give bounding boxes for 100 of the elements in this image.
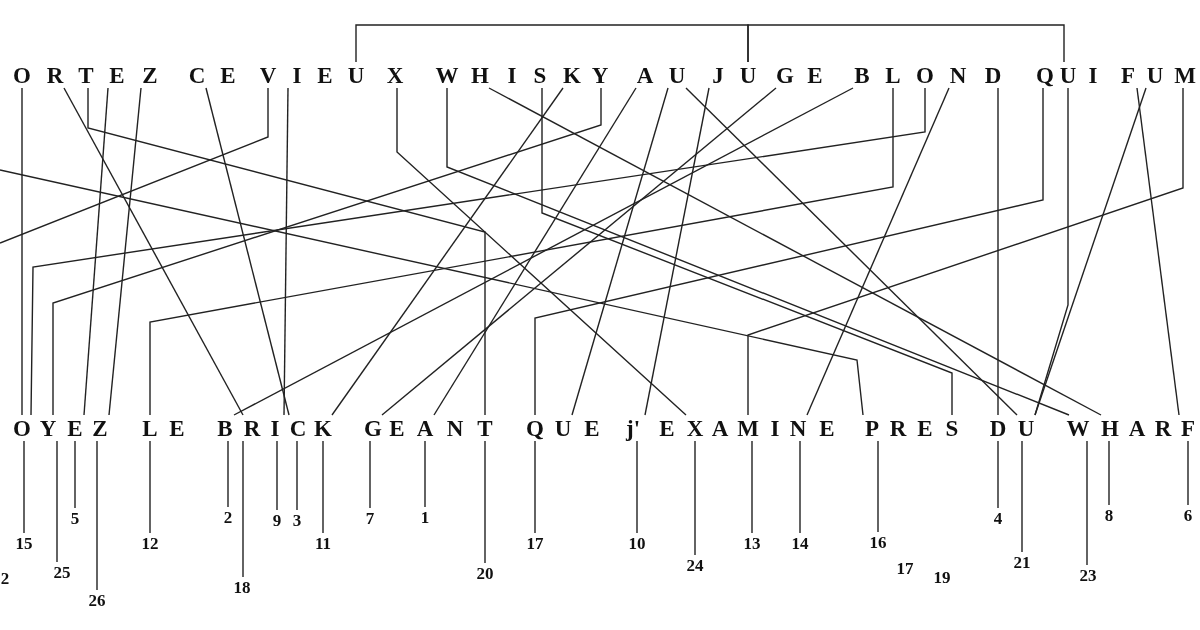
letter: E	[168, 415, 186, 441]
letter: Q	[1036, 62, 1054, 88]
leader-line	[424, 440, 426, 508]
letter: O	[13, 415, 31, 441]
letter: V	[259, 62, 277, 88]
letter: E	[108, 62, 126, 88]
letter: L	[884, 62, 902, 88]
letter: U	[668, 62, 686, 88]
letter: Y	[39, 415, 57, 441]
letter: I	[1084, 62, 1102, 88]
letter: U	[739, 62, 757, 88]
connector-line	[806, 87, 950, 416]
letter: T	[77, 62, 95, 88]
letter: L	[141, 415, 159, 441]
letter: Z	[91, 415, 109, 441]
connector-line	[30, 87, 926, 416]
letter: A	[416, 415, 434, 441]
letter: K	[563, 62, 581, 88]
letter: U	[1146, 62, 1164, 88]
leader-line	[322, 440, 324, 534]
callout-number: 12	[138, 533, 162, 553]
connector-line	[149, 87, 894, 416]
letter: O	[916, 62, 934, 88]
leader-line	[534, 440, 536, 534]
leader-line	[96, 440, 98, 591]
callout-number: 7	[358, 508, 382, 528]
letter: E	[219, 62, 237, 88]
connector-line	[283, 87, 289, 416]
callout-number: 15	[12, 533, 36, 553]
letter: Q	[526, 415, 544, 441]
letter: C	[188, 62, 206, 88]
connector-line	[63, 87, 244, 416]
letter: C	[289, 415, 307, 441]
letter: S	[531, 62, 549, 88]
callout-number: 4	[986, 508, 1010, 528]
letter: U	[1059, 62, 1077, 88]
letter: N	[446, 415, 464, 441]
leader-line	[997, 440, 999, 509]
letter: M	[739, 415, 757, 441]
letter: P	[863, 415, 881, 441]
callout-number: 17	[895, 558, 915, 578]
connector-line	[396, 87, 687, 416]
connector-line	[381, 87, 777, 416]
leader-line	[636, 440, 638, 534]
letter: G	[364, 415, 382, 441]
callout-number: 19	[932, 567, 952, 587]
letter: W	[1069, 415, 1087, 441]
leader-line	[799, 440, 801, 534]
connector-line	[52, 87, 602, 416]
letter: N	[789, 415, 807, 441]
letter: j'	[621, 415, 645, 441]
connector-line	[1136, 87, 1180, 416]
connector-line	[685, 87, 1018, 416]
leader-line	[1021, 440, 1023, 553]
letter: A	[636, 62, 654, 88]
connector-line	[355, 24, 749, 63]
leader-line	[1086, 440, 1088, 566]
leader-line	[276, 440, 278, 511]
callout-number: 5	[63, 508, 87, 528]
leader-line	[56, 440, 58, 563]
letter: S	[943, 415, 961, 441]
callout-number: 25	[50, 562, 74, 582]
callout-number: 17	[523, 533, 547, 553]
connector-line	[1034, 87, 1147, 416]
letter: H	[1101, 415, 1119, 441]
letter: G	[776, 62, 794, 88]
letter: E	[388, 415, 406, 441]
letter: F	[1179, 415, 1197, 441]
leader-line	[694, 440, 696, 556]
letter: M	[1176, 62, 1194, 88]
letter: H	[471, 62, 489, 88]
letter: Y	[591, 62, 609, 88]
connector-line	[205, 87, 290, 416]
connector-line	[997, 87, 999, 416]
letter: U	[1017, 415, 1035, 441]
callout-number: 8	[1097, 505, 1121, 525]
connector-line	[83, 87, 109, 416]
connector-line	[21, 87, 23, 416]
leader-line	[23, 440, 25, 534]
callout-number: 26	[85, 590, 109, 610]
letter: D	[984, 62, 1002, 88]
connector-line	[534, 87, 1044, 416]
connector-line	[747, 87, 1184, 416]
leader-line	[877, 440, 879, 533]
connector-line	[0, 169, 864, 416]
callout-number: 10	[625, 533, 649, 553]
connector-line	[0, 87, 269, 244]
letter: U	[554, 415, 572, 441]
leader-line	[227, 440, 229, 508]
letter: J	[709, 62, 727, 88]
leader-line	[74, 440, 76, 509]
letter: I	[766, 415, 784, 441]
letter: E	[66, 415, 84, 441]
leader-line	[149, 440, 151, 534]
letter: W	[438, 62, 456, 88]
letter: A	[1128, 415, 1146, 441]
leader-line	[484, 440, 486, 564]
leader-line	[1108, 440, 1110, 506]
callout-number: 11	[311, 533, 335, 553]
letter: B	[216, 415, 234, 441]
